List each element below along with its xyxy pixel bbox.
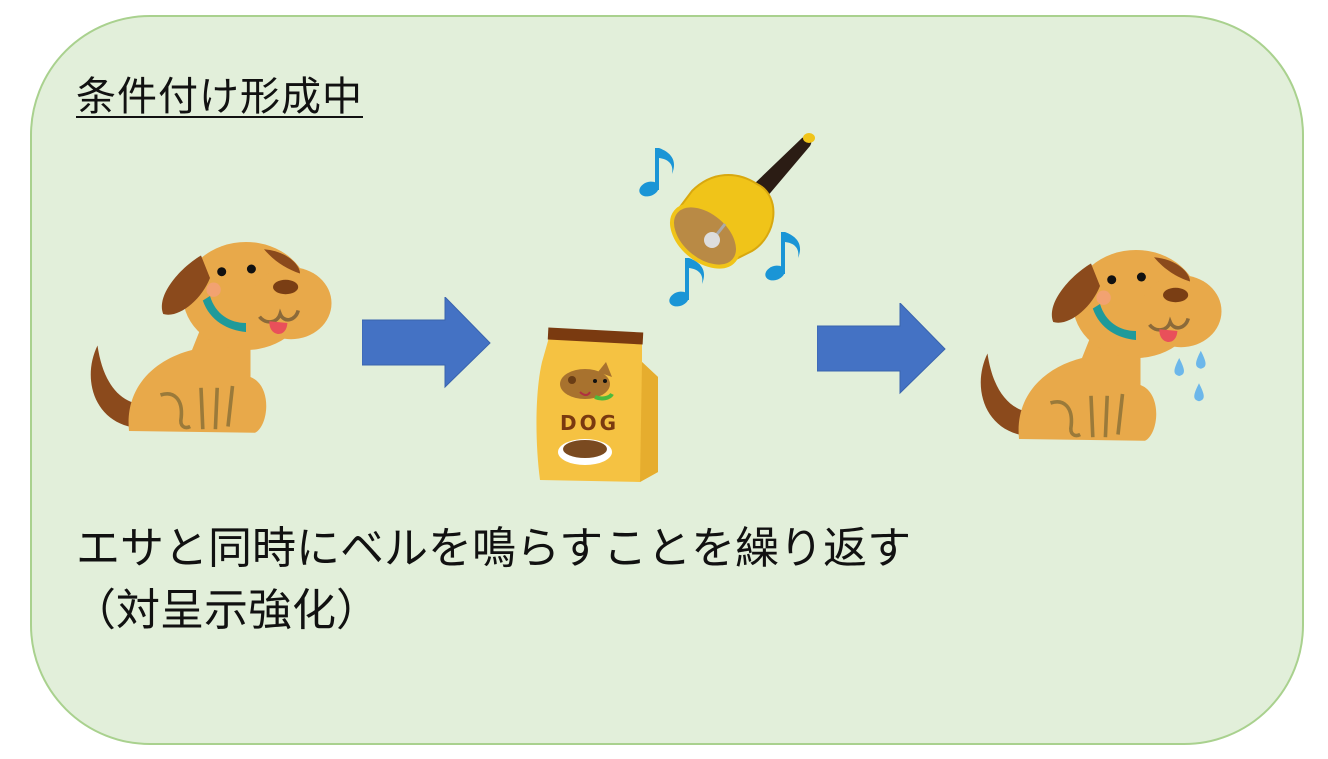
dog-food-icon: DOG xyxy=(536,327,658,482)
dog-icon xyxy=(90,242,332,433)
dog-drooling-icon xyxy=(980,250,1222,441)
page-title: 条件付け形成中 xyxy=(76,74,363,120)
arrow-right-icon xyxy=(817,303,946,395)
arrow-right-icon xyxy=(362,297,491,389)
description-line-2: （対呈示強化） xyxy=(72,585,380,636)
description-line-1: エサと同時にベルを鳴らすことを繰り返す xyxy=(76,523,912,574)
drool-drops-icon xyxy=(1174,350,1206,402)
bell-icon xyxy=(639,133,815,307)
description: エサと同時にベルを鳴らすことを繰り返す （対呈示強化） xyxy=(72,518,912,642)
dog-food-label: DOG xyxy=(560,411,619,435)
